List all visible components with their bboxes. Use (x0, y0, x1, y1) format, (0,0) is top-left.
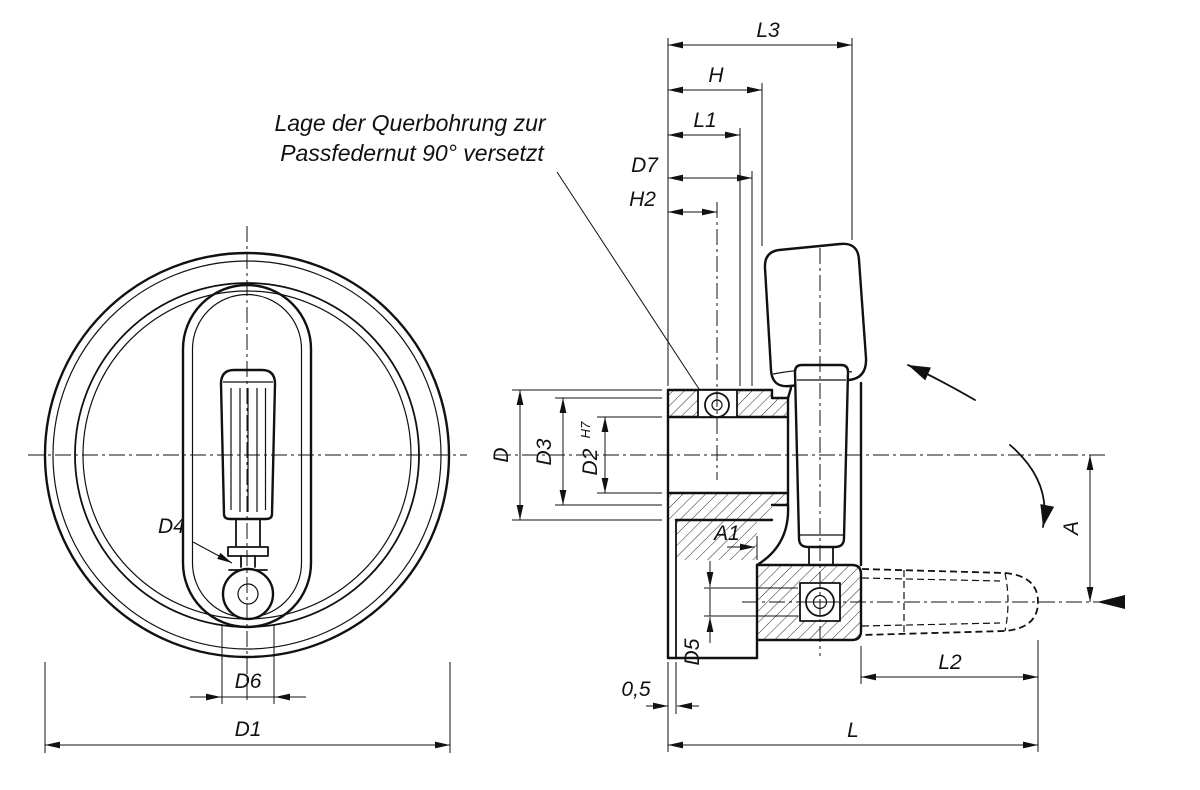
boss-to-rim (786, 386, 793, 400)
center-grip (219, 368, 277, 621)
hub-section (666, 386, 793, 660)
front-dimensions: D4 D6 D1 (44, 515, 451, 753)
detail-dimensions: A1 D5 0,5 (621, 522, 798, 752)
boss-to-mount (755, 503, 790, 567)
dim-label-a: A (1060, 521, 1083, 537)
bottom-dimensions: L2 L (668, 640, 1039, 752)
dim-label-d6: D6 (235, 670, 262, 693)
front-centerlines (28, 226, 467, 700)
dim-label-h2: H2 (629, 188, 656, 211)
fold-direction-arrows (907, 364, 1055, 528)
dim-label-h: H (708, 64, 724, 87)
grip-mount-section (755, 563, 863, 660)
annotation-leader (556, 171, 700, 390)
grip-pin-circle (237, 583, 259, 605)
dim-label-l: L (847, 719, 859, 742)
grip-mount-circle (221, 567, 275, 621)
dim-label-d7: D7 (631, 154, 659, 177)
dim-label-d4: D4 (158, 515, 185, 538)
dim-label-gap: 0,5 (621, 678, 651, 701)
grip-handle-body (793, 363, 850, 549)
dim-label-l3: L3 (756, 19, 780, 42)
dim-label-d3: D3 (533, 438, 556, 465)
left-dimensions: D D3 D2 H7 (490, 389, 662, 521)
dim-label-l1: L1 (693, 109, 716, 132)
grip-washer (227, 546, 269, 557)
front-view: D4 D6 D1 (28, 226, 467, 753)
section-hatching (668, 390, 788, 560)
a-dimension: A (1060, 455, 1125, 609)
dim-label-d2: D2 (579, 448, 602, 475)
fold-arrow-lower (1009, 444, 1055, 528)
annotation-line-2: Passfedernut 90° versetzt (280, 140, 545, 166)
dashed-grip-outline (861, 568, 1039, 636)
dim-label-a1: A1 (712, 522, 740, 545)
side-view: L3 H L1 D7 H2 D D3 D2 H7 (490, 19, 1125, 752)
side-centerlines (495, 202, 1124, 656)
grip-handle-extended-dashed (861, 568, 1039, 636)
dim-label-d: D (490, 447, 513, 462)
grip-ribs (230, 388, 267, 512)
annotation-line-1: Lage der Querbohrung zur (274, 110, 546, 136)
grip-handle-folded (793, 363, 850, 566)
d4-leader (192, 541, 233, 564)
dim-label-d1: D1 (235, 718, 262, 741)
annotation-note: Lage der Querbohrung zur Passfedernut 90… (274, 110, 700, 390)
dim-label-d5: D5 (681, 638, 704, 665)
axis-direction-arrow (1097, 595, 1125, 609)
dim-label-d2-tolerance: H7 (578, 421, 593, 438)
fold-arrow-upper (907, 364, 976, 401)
dim-label-l2: L2 (938, 651, 962, 674)
top-dimensions: L3 H L1 D7 H2 (629, 19, 853, 386)
